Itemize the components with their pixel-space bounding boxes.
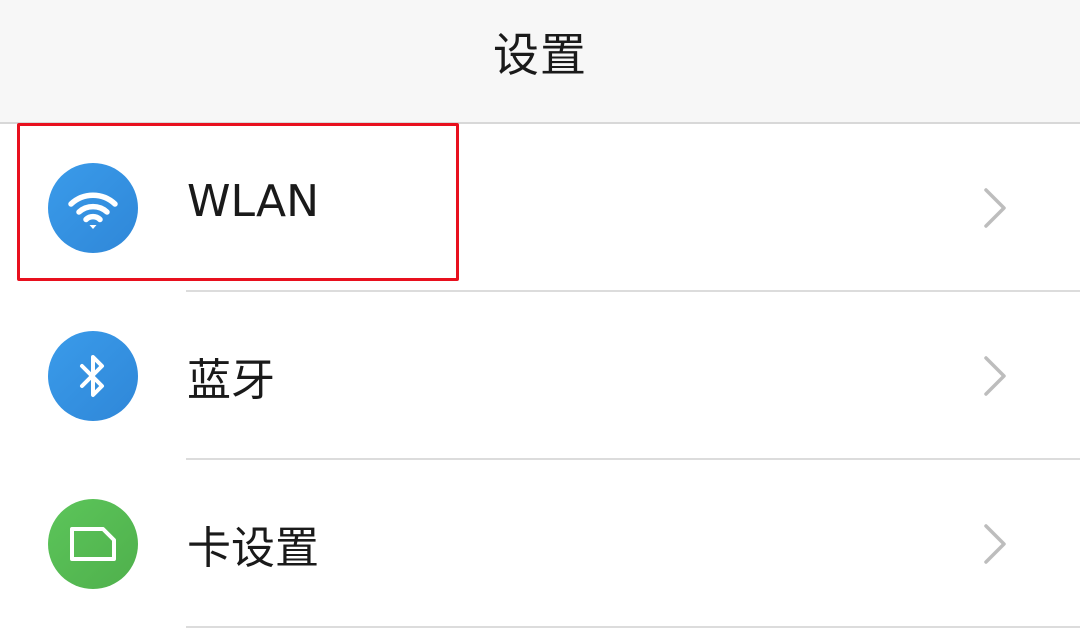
bluetooth-icon	[48, 331, 138, 421]
chevron-right-icon	[984, 188, 1006, 228]
settings-item-bluetooth[interactable]: 蓝牙	[0, 292, 1080, 460]
settings-item-label: 蓝牙	[187, 355, 275, 406]
chevron-right-icon	[984, 524, 1006, 564]
title-bar: 设置	[0, 0, 1080, 124]
page-title: 设置	[493, 28, 587, 82]
settings-item-sim-card[interactable]: 卡设置	[0, 460, 1080, 628]
wifi-icon	[48, 163, 138, 253]
settings-item-label: WLAN	[187, 176, 320, 227]
sim-card-icon	[48, 499, 138, 589]
settings-item-wlan[interactable]: WLAN	[0, 124, 1080, 292]
chevron-right-icon	[984, 356, 1006, 396]
divider	[186, 290, 1080, 292]
settings-item-label: 卡设置	[187, 523, 319, 574]
divider	[186, 458, 1080, 460]
divider	[186, 626, 1080, 628]
